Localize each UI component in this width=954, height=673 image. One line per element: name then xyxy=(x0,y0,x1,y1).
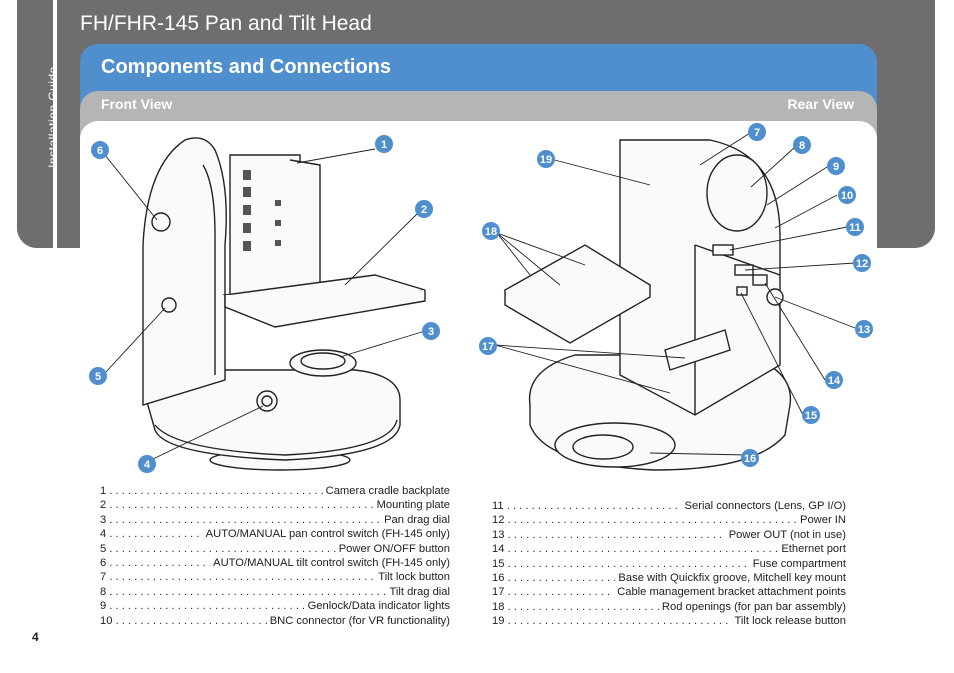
leader-line-4 xyxy=(152,405,264,460)
tilt-drag-disc xyxy=(706,154,768,232)
side-divider xyxy=(53,0,57,248)
document-title: FH/FHR-145 Pan and Tilt Head xyxy=(80,12,372,35)
leader-line-17a xyxy=(494,344,686,359)
rear-body-line xyxy=(694,244,781,276)
legend-row: 3 Pan drag dial xyxy=(100,513,450,527)
leader-line-5 xyxy=(104,307,166,374)
section-title: Components and Connections xyxy=(101,56,391,78)
legend-row: 19 Tilt lock release button xyxy=(492,614,846,628)
leader-line-8 xyxy=(750,146,796,188)
rear-view-label: Rear View xyxy=(787,96,854,112)
leader-line-9 xyxy=(766,166,828,206)
base-line xyxy=(154,419,398,456)
leader-line-18a xyxy=(496,232,531,276)
pan-switch-knob xyxy=(261,395,273,407)
tilt-switch xyxy=(151,212,171,232)
ethernet-port xyxy=(752,274,768,286)
leader-line-13 xyxy=(774,296,856,329)
leader-line-10 xyxy=(774,194,838,229)
legend-row: 8 Tilt drag dial xyxy=(100,585,450,599)
serial-connector xyxy=(712,244,734,256)
indicator xyxy=(243,170,251,180)
indicator xyxy=(243,223,251,233)
indicator xyxy=(275,200,281,206)
legend-front: 1 Camera cradle backplate 2 Mounting pla… xyxy=(100,484,450,628)
legend-row: 16 Base with Quickfix groove, Mitchell k… xyxy=(492,571,846,585)
tilt-arm xyxy=(142,137,227,406)
legend-row: 13 Power OUT (not in use) xyxy=(492,528,846,542)
legend-row: 14 Ethernet port xyxy=(492,542,846,556)
legend-row: 18 Rod openings (for pan bar assembly) xyxy=(492,600,846,614)
page-number: 4 xyxy=(32,630,39,644)
legend-row: 2 Mounting plate xyxy=(100,498,450,512)
leader-line-15 xyxy=(740,292,804,416)
leader-line-16 xyxy=(649,452,748,456)
front-view-label: Front View xyxy=(101,96,173,112)
leader-line-18b xyxy=(496,232,561,286)
legend-row: 5 Power ON/OFF button xyxy=(100,542,450,556)
legend-rear: 11 Serial connectors (Lens, GP I/O) 12 P… xyxy=(492,499,846,629)
leader-line-18c xyxy=(496,232,586,266)
indicator xyxy=(275,220,281,226)
leader-line-2 xyxy=(344,212,419,286)
cradle-backplate xyxy=(229,154,301,296)
legend-row: 10 BNC connector (for VR functionality) xyxy=(100,614,450,628)
indicator xyxy=(275,240,281,246)
power-button xyxy=(161,297,177,313)
rear-base-center xyxy=(572,434,634,460)
indicator xyxy=(243,187,251,197)
arm-edge xyxy=(202,164,216,375)
legend-row: 4 AUTO/MANUAL pan control switch (FH-145… xyxy=(100,527,450,541)
leader-line-6 xyxy=(104,154,158,221)
leader-line-19 xyxy=(546,157,651,186)
legend-row: 7 Tilt lock button xyxy=(100,570,450,584)
legend-row: 17 Cable management bracket attachment p… xyxy=(492,585,846,599)
mounting-plate-edge xyxy=(224,290,426,328)
legend-row: 15 Fuse compartment xyxy=(492,557,846,571)
side-strip: Installation Guide xyxy=(17,0,60,248)
legend-row: 9 Genlock/Data indicator lights xyxy=(100,599,450,613)
indicator xyxy=(243,241,251,251)
leader-line-11 xyxy=(729,226,848,251)
leader-line-12 xyxy=(744,262,856,271)
legend-row: 12 Power IN xyxy=(492,513,846,527)
leader-line-7 xyxy=(699,132,751,166)
leader-line-1 xyxy=(296,148,376,164)
leader-line-14 xyxy=(764,282,826,381)
indicator xyxy=(243,205,251,215)
rear-view-illustration xyxy=(494,132,856,471)
legend-row: 11 Serial connectors (Lens, GP I/O) xyxy=(492,499,846,513)
leader-line-3 xyxy=(339,330,426,358)
fuse-compartment xyxy=(736,286,748,296)
rear-mounting-plate-edge xyxy=(504,285,651,344)
power-in xyxy=(734,264,754,276)
pan-dial-center xyxy=(300,352,346,370)
leader-line-17b xyxy=(494,344,671,394)
front-view-illustration xyxy=(104,137,426,471)
legend-row: 1 Camera cradle backplate xyxy=(100,484,450,498)
legend-row: 6 AUTO/MANUAL tilt control switch (FH-14… xyxy=(100,556,450,570)
cable-bracket xyxy=(664,329,731,371)
